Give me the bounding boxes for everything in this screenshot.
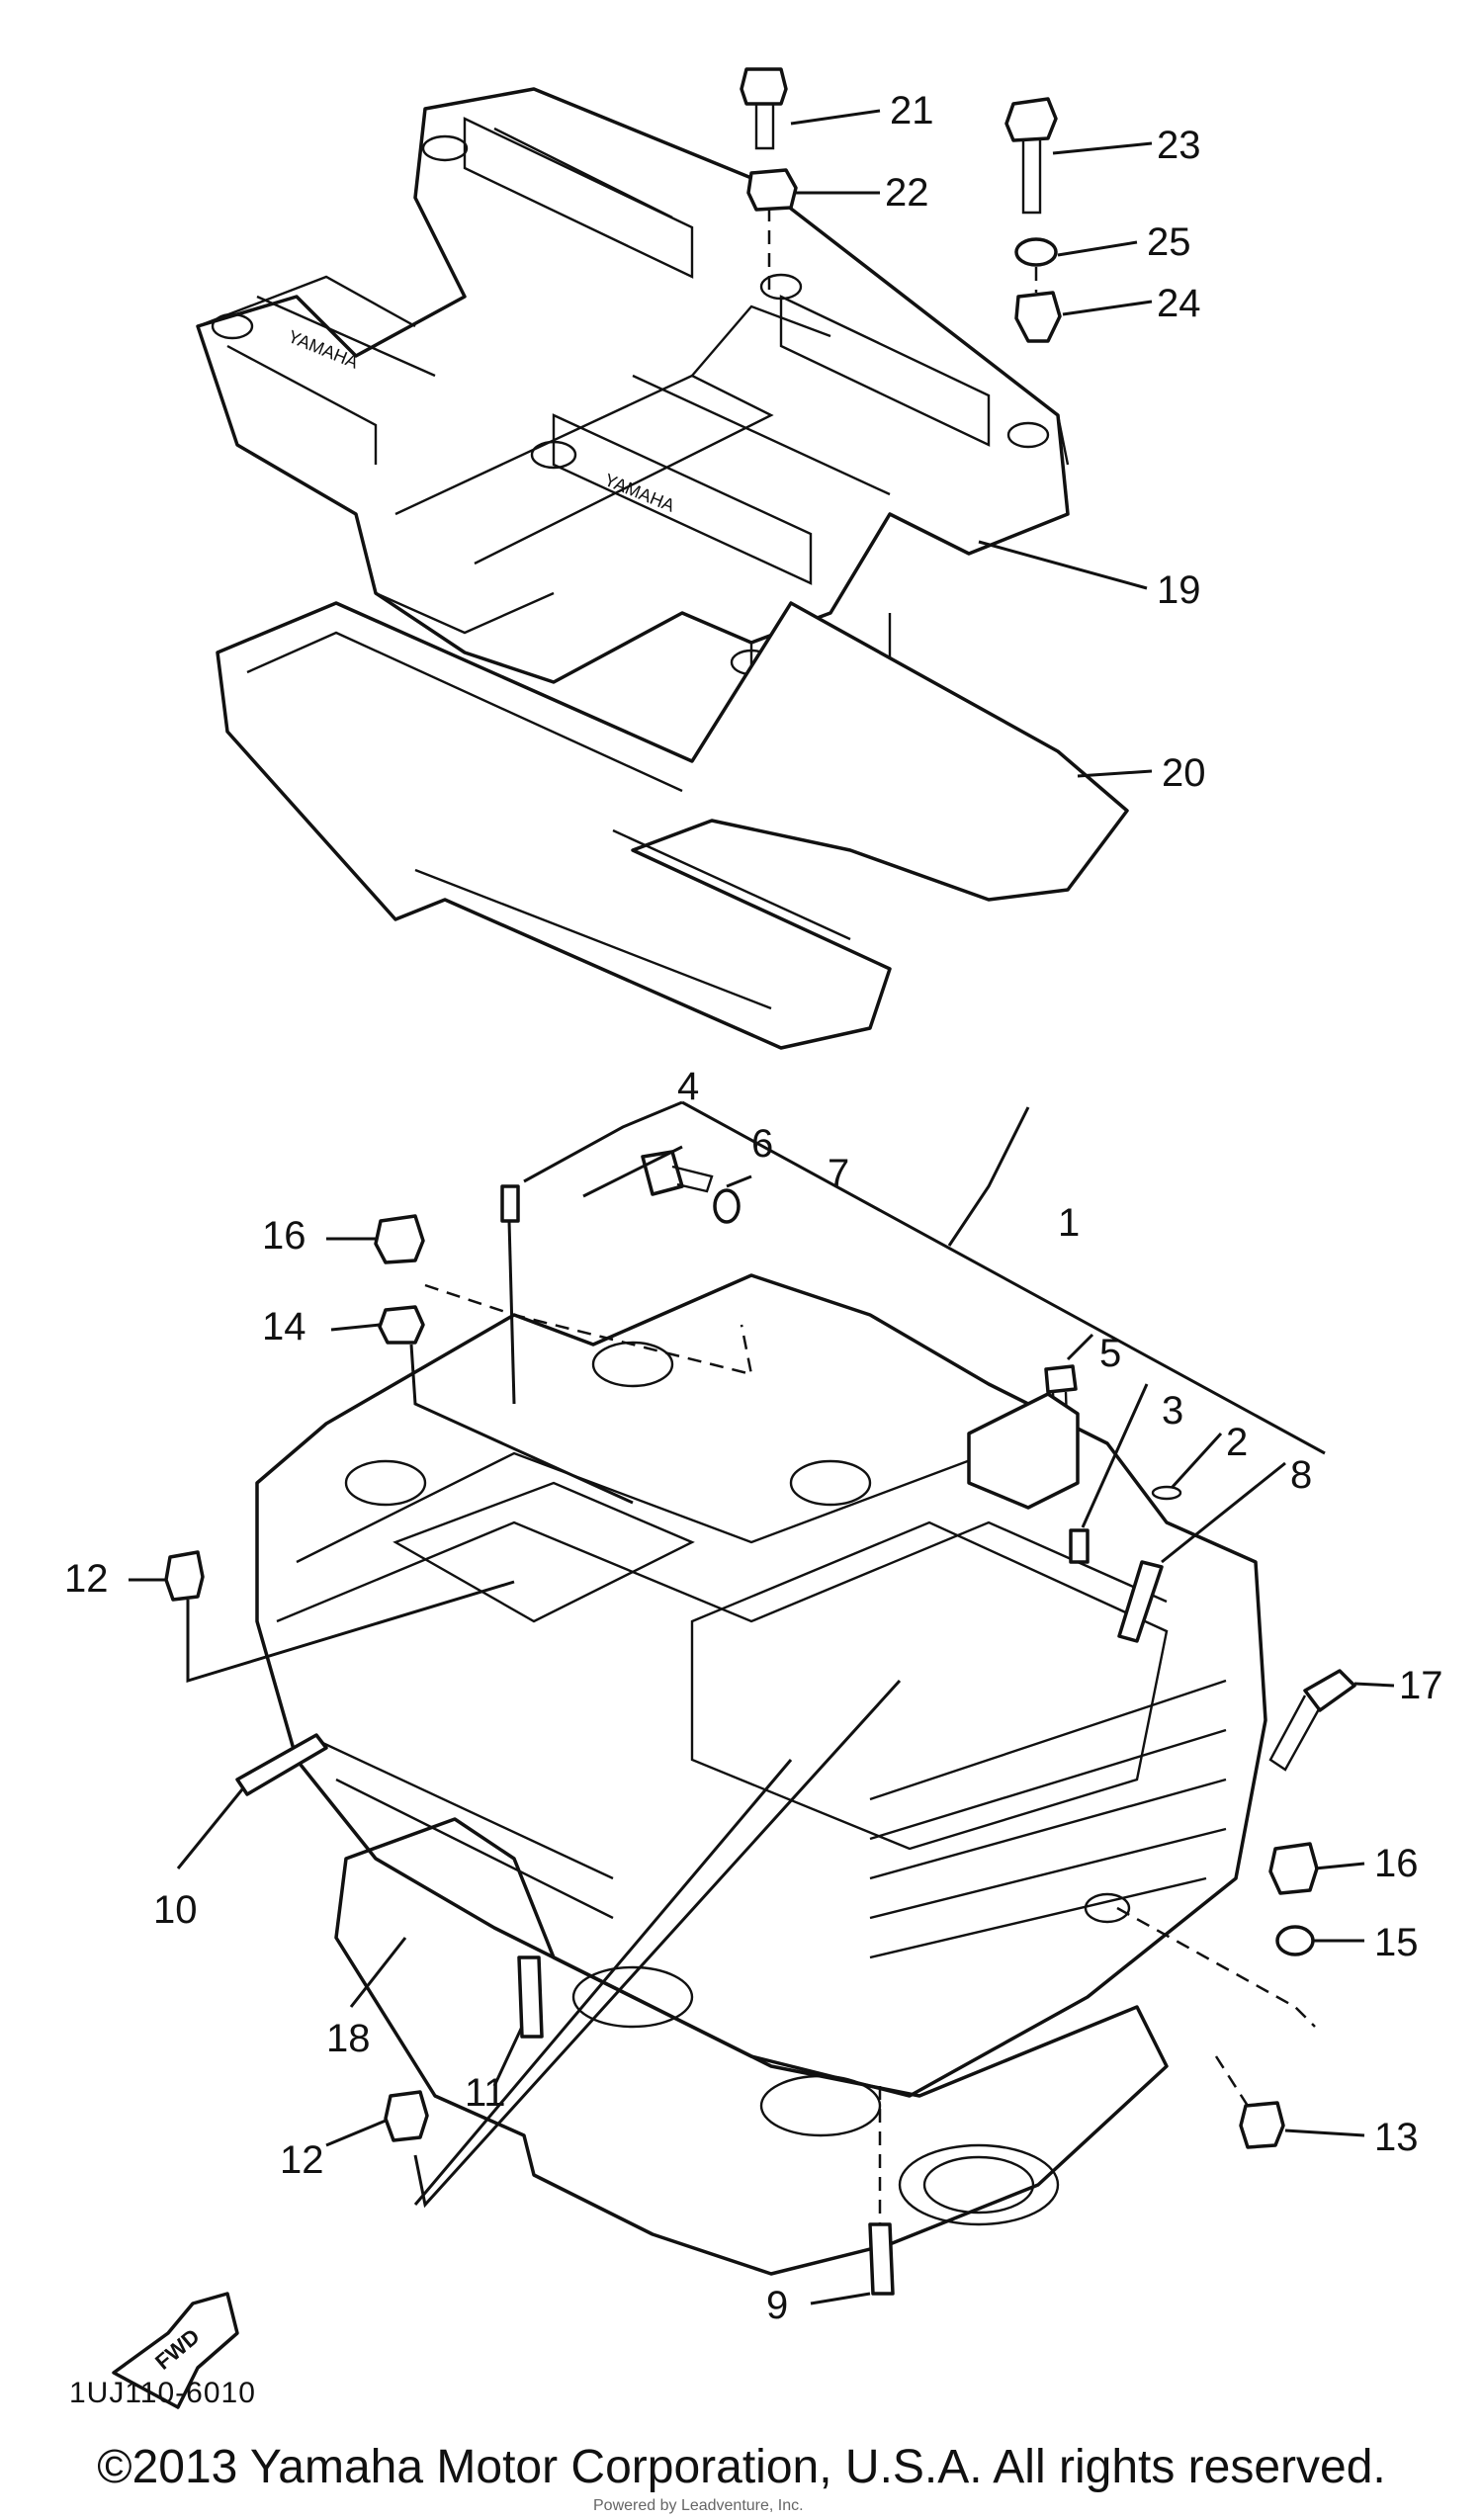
callout-22: 22 [885, 171, 929, 215]
callout-7: 7 [828, 1152, 849, 1195]
callout-3: 3 [1162, 1389, 1183, 1433]
callout-15: 15 [1374, 1921, 1419, 1964]
callout-10: 10 [153, 1888, 198, 1932]
callout-14: 14 [262, 1305, 306, 1348]
callout-9: 9 [766, 2284, 788, 2327]
callout-12-bottom: 12 [280, 2138, 324, 2182]
callout-16-top: 16 [262, 1214, 306, 1258]
callout-4: 4 [677, 1065, 699, 1108]
callout-25: 25 [1147, 220, 1191, 264]
callout-20: 20 [1162, 751, 1206, 795]
hardware-parts [164, 67, 1356, 2296]
head-cover-gasket [216, 601, 1129, 1050]
callout-21: 21 [890, 89, 934, 132]
callout-24: 24 [1157, 282, 1201, 325]
callout-5: 5 [1099, 1332, 1121, 1375]
callout-6: 6 [751, 1122, 773, 1166]
callout-17: 17 [1399, 1664, 1443, 1707]
copyright-notice: ©2013 Yamaha Motor Corporation, U.S.A. A… [97, 2441, 1386, 2493]
callout-12-left: 12 [64, 1557, 109, 1601]
callout-19: 19 [1157, 568, 1201, 612]
cylinder-head-gasket [334, 1817, 1169, 2276]
callout-8: 8 [1290, 1453, 1312, 1497]
callout-2: 2 [1226, 1421, 1248, 1464]
leader-lines [129, 109, 1395, 2305]
callout-labels: 21 22 23 25 24 19 20 4 6 7 1 16 14 5 3 2… [64, 89, 1443, 2327]
callout-23: 23 [1157, 124, 1201, 167]
callout-18: 18 [326, 2017, 371, 2060]
cylinder-head [255, 1273, 1267, 2098]
small-credit: Powered by Leadventure, Inc. [593, 2497, 804, 2514]
figure-code: 1UJ110-6010 [69, 2377, 256, 2409]
callout-1: 1 [1058, 1201, 1080, 1245]
callout-11: 11 [465, 2071, 506, 2115]
callout-13: 13 [1374, 2116, 1419, 2159]
callout-16-right: 16 [1374, 1842, 1419, 1885]
